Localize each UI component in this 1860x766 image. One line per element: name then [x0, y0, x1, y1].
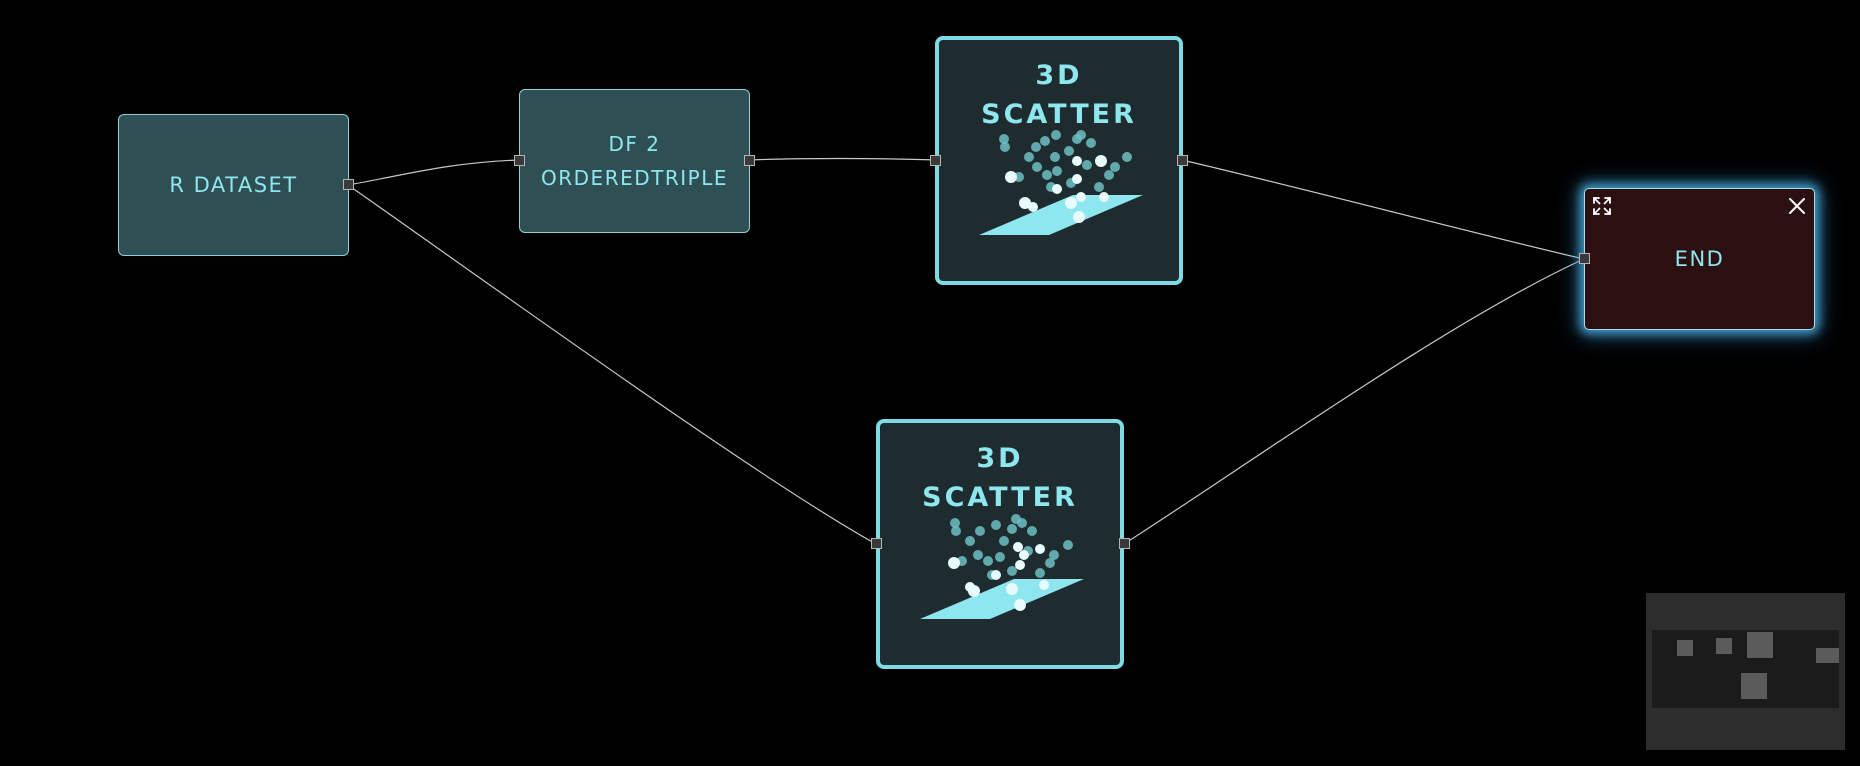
scatter-points-bright: [948, 542, 1049, 611]
port-df2-input[interactable]: [514, 155, 525, 166]
scatter-plane: [979, 195, 1143, 235]
node-label: END: [1674, 247, 1725, 271]
scatter-points-bright: [1005, 155, 1109, 223]
minimap[interactable]: [1646, 593, 1845, 750]
port-scatter-bottom-input[interactable]: [871, 538, 882, 549]
edge-df2-to-scatter-top: [748, 157, 936, 161]
node-label-line-2: SCATTER: [922, 482, 1078, 513]
edge-scatter-bottom-to-end: [1123, 258, 1585, 545]
port-r-dataset-output[interactable]: [343, 179, 354, 190]
minimap-viewport[interactable]: [1652, 630, 1839, 708]
node-r-dataset[interactable]: R DATASET: [118, 114, 349, 256]
node-label: R DATASET: [169, 173, 298, 197]
node-label-line-1: 3D: [976, 443, 1024, 474]
minimap-node: [1741, 673, 1767, 699]
edge-scatter-top-to-end: [1181, 159, 1585, 260]
minimap-node: [1716, 638, 1732, 654]
edge-r-dataset-to-scatter-bottom: [347, 184, 877, 545]
node-end[interactable]: END: [1584, 188, 1815, 330]
3d-scatter-icon: [920, 514, 1084, 619]
minimap-node: [1816, 648, 1839, 663]
minimap-node: [1747, 632, 1773, 658]
scatter-plane: [920, 579, 1084, 619]
edge-r-dataset-to-df2: [347, 159, 521, 186]
port-df2-output[interactable]: [744, 155, 755, 166]
node-3d-scatter-top[interactable]: 3D SCATTER: [935, 36, 1183, 285]
node-label-line-2: ORDEREDTRIPLE: [541, 166, 728, 190]
scatter-points: [950, 514, 1073, 580]
node-df2-orderedtriple[interactable]: DF 2 ORDEREDTRIPLE: [519, 89, 750, 233]
node-label-line-1: 3D: [1035, 60, 1083, 91]
node-label-line-1: DF 2: [608, 132, 661, 156]
3d-scatter-icon: [979, 130, 1143, 235]
node-label-line-2: SCATTER: [981, 99, 1137, 130]
port-scatter-top-input[interactable]: [930, 155, 941, 166]
scatter-points: [999, 130, 1132, 192]
node-3d-scatter-bottom[interactable]: 3D SCATTER: [876, 419, 1124, 669]
port-end-input[interactable]: [1579, 253, 1590, 264]
minimap-node: [1677, 640, 1693, 656]
close-icon[interactable]: [1786, 195, 1808, 217]
port-scatter-top-output[interactable]: [1177, 155, 1188, 166]
port-scatter-bottom-output[interactable]: [1119, 538, 1130, 549]
expand-icon[interactable]: [1591, 195, 1613, 217]
